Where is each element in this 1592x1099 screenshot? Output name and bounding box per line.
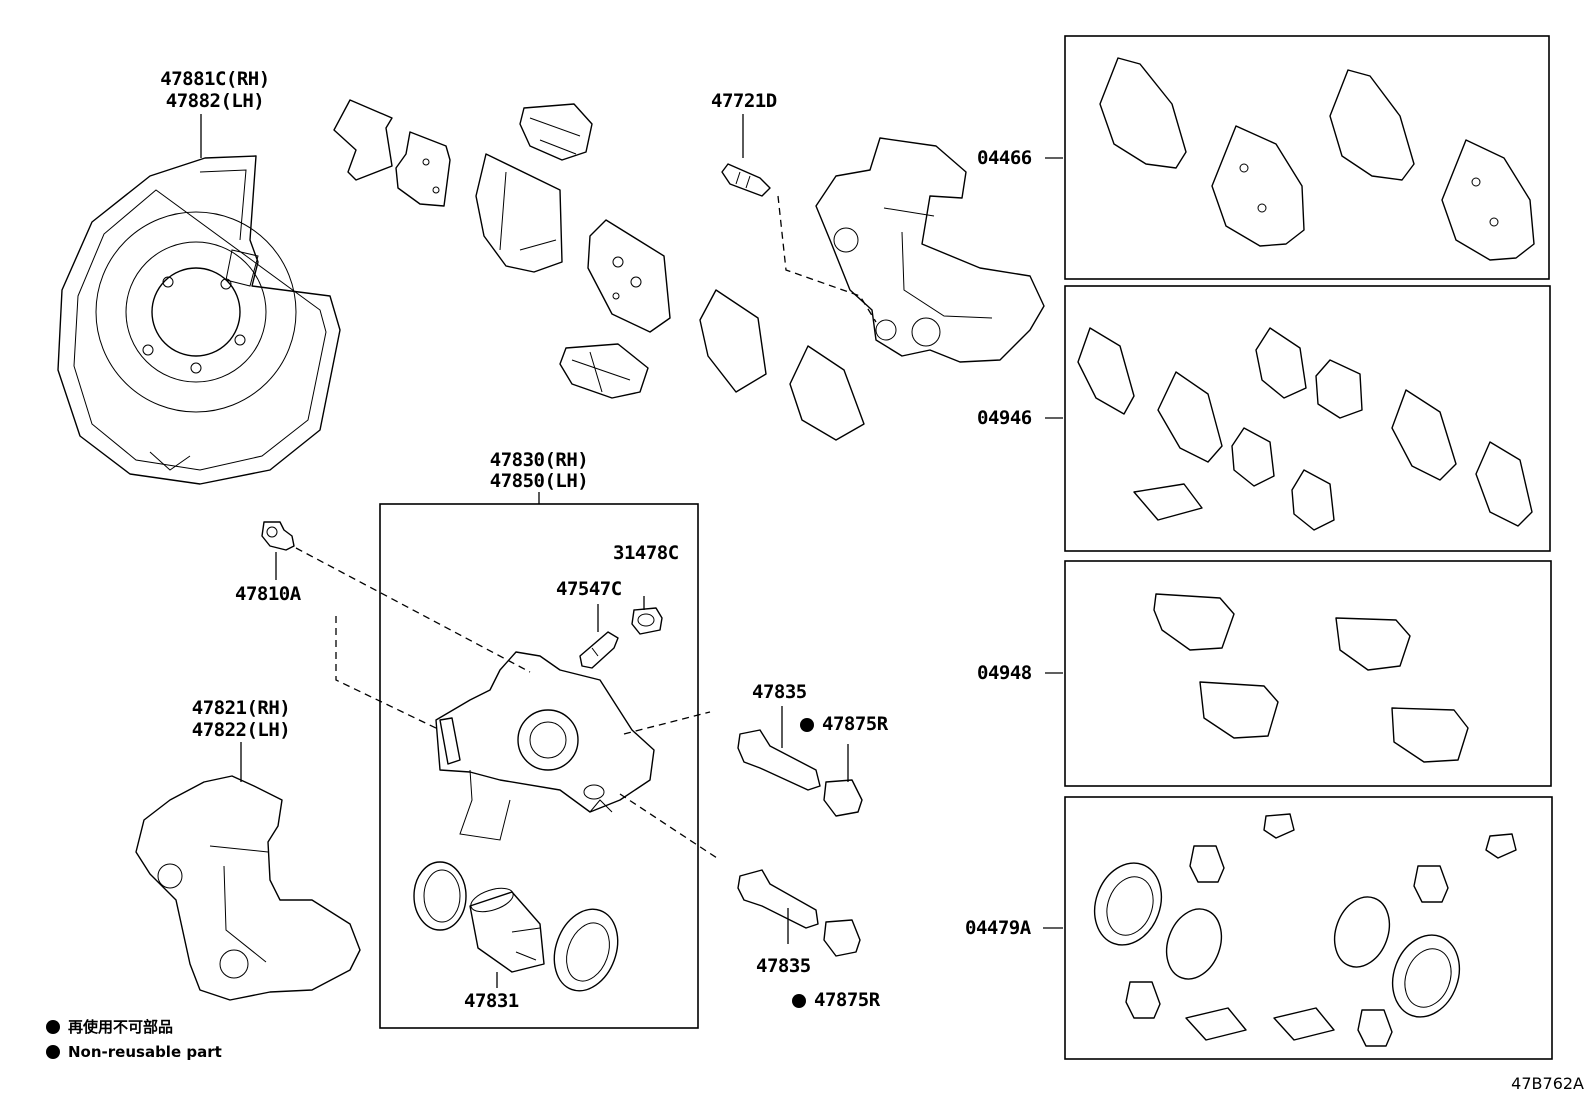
label-47721D: 47721D <box>711 90 777 112</box>
label-47875R-lower: 47875R <box>792 989 880 1011</box>
label-47875R-lower-text: 47875R <box>814 989 880 1011</box>
label-47831: 47831 <box>464 990 519 1012</box>
slide-pin-lower-drawing <box>737 869 819 929</box>
shim-kit-box <box>1064 285 1551 552</box>
caliper-box <box>379 503 699 1029</box>
label-47835-upper: 47835 <box>752 681 807 703</box>
piston-seal-drawing <box>413 861 467 931</box>
label-04948: 04948 <box>977 662 1032 684</box>
label-47835-lower: 47835 <box>756 955 811 977</box>
pad-kit-box <box>1064 35 1550 280</box>
kit-04946-shims-drawing <box>1077 327 1533 531</box>
kit-04948-clips-drawing <box>1153 593 1469 763</box>
label-dust-cover-lh: 47882(LH) <box>165 90 265 112</box>
top-shims-pads-drawing <box>333 99 865 441</box>
label-dust-cover-rh: 47881C(RH) <box>160 68 270 90</box>
cylinder-kit-box <box>1064 796 1553 1060</box>
piston-drawing <box>469 887 545 973</box>
figure-id: 47B762A <box>1511 1074 1584 1093</box>
label-04479A: 04479A <box>965 917 1031 939</box>
bolt-47721D-drawing <box>721 163 771 197</box>
boot-lower-drawing <box>823 919 861 957</box>
boot-upper-drawing <box>823 779 863 817</box>
label-caliper-rh: 47830(RH) <box>489 449 589 471</box>
upper-mounting-drawing <box>815 137 1045 363</box>
label-31478C: 31478C <box>613 542 679 564</box>
bleeder-cap-drawing <box>631 607 663 635</box>
non-reusable-dot-icon <box>800 718 814 732</box>
label-47875R-upper: 47875R <box>800 713 888 735</box>
label-04466: 04466 <box>977 147 1032 169</box>
legend-en: Non-reusable part <box>46 1043 222 1061</box>
non-reusable-dot-icon <box>46 1045 60 1059</box>
non-reusable-dot-icon <box>46 1020 60 1034</box>
kit-04479A-seals-drawing <box>1093 813 1517 1047</box>
label-mounting-rh: 47821(RH) <box>191 697 291 719</box>
label-04946: 04946 <box>977 407 1032 429</box>
label-caliper-lh: 47850(LH) <box>489 470 589 492</box>
legend-en-text: Non-reusable part <box>68 1043 222 1061</box>
fitting-kit-box <box>1064 560 1552 787</box>
label-mounting-lh: 47822(LH) <box>191 719 291 741</box>
piston-boot-drawing <box>553 908 619 992</box>
bleeder-plug-drawing <box>579 631 619 669</box>
kit-04466-pads-drawing <box>1099 57 1535 261</box>
lower-mounting-drawing <box>135 775 361 1001</box>
slide-pin-upper-drawing <box>737 729 821 791</box>
dust-cover-drawing <box>57 155 341 485</box>
label-47547C: 47547C <box>556 578 622 600</box>
legend-ja-text: 再使用不可部品 <box>68 1018 174 1036</box>
label-47875R-upper-text: 47875R <box>822 713 888 735</box>
label-47810A: 47810A <box>235 583 301 605</box>
legend-ja: 再使用不可部品 <box>46 1018 173 1036</box>
caliper-drawing <box>435 651 655 841</box>
non-reusable-dot-icon <box>792 994 806 1008</box>
bolt-47810A-drawing <box>261 521 295 551</box>
